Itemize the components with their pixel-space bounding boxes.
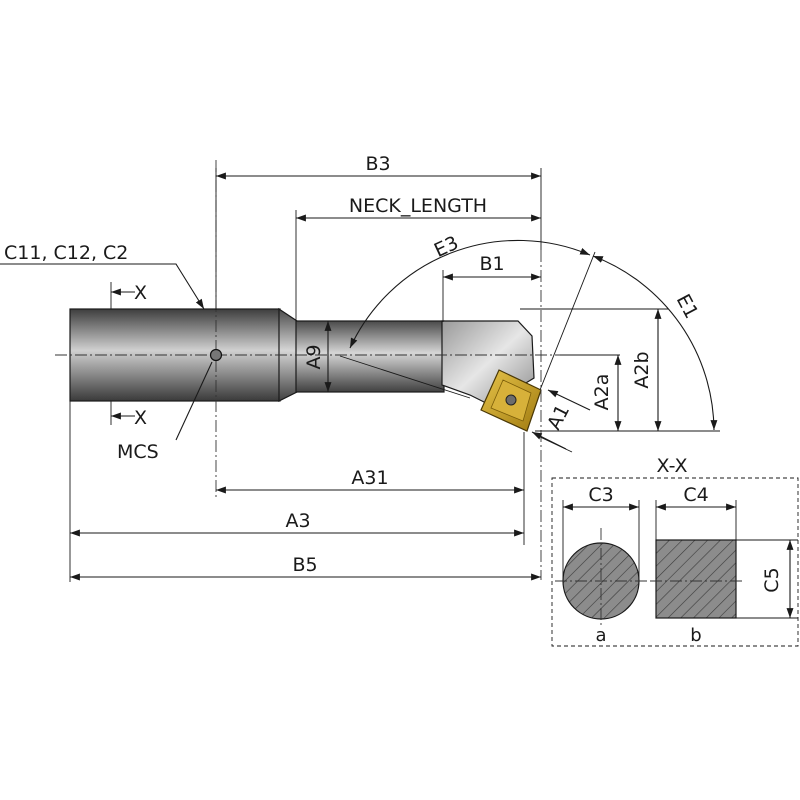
section-markers xyxy=(110,282,135,425)
mcs-point-icon xyxy=(209,348,223,362)
label-neck-length: NECK_LENGTH xyxy=(349,195,487,217)
tool-body xyxy=(69,307,535,406)
angle-dimensions xyxy=(339,239,718,453)
section-title: X-X xyxy=(657,455,688,477)
label-a3: A3 xyxy=(285,510,310,532)
label-mcs: MCS xyxy=(117,441,159,463)
label-b1: B1 xyxy=(479,253,504,275)
label-b5: B5 xyxy=(292,554,317,576)
insert-screw-icon xyxy=(505,394,517,406)
label-a2a: A2a xyxy=(591,374,613,411)
c11-leader xyxy=(0,263,205,310)
label-a2b: A2b xyxy=(631,351,653,388)
label-c5: C5 xyxy=(761,567,783,592)
label-a9: A9 xyxy=(303,344,325,369)
label-c3: C3 xyxy=(588,484,613,506)
square-section xyxy=(655,539,737,619)
label-section-a: a xyxy=(595,625,606,646)
section-frame xyxy=(551,477,799,647)
insert xyxy=(480,369,542,432)
label-c11-c12-c2: C11, C12, C2 xyxy=(4,242,128,264)
label-b3: B3 xyxy=(365,153,390,175)
mcs-marker xyxy=(175,348,223,441)
section-view: X-X C3 C4 C5 a b xyxy=(551,455,799,647)
label-section-b: b xyxy=(690,625,701,646)
label-x-bottom: X xyxy=(134,407,147,429)
label-e3: E3 xyxy=(431,232,462,262)
label-a31: A31 xyxy=(351,467,388,489)
label-c4: C4 xyxy=(683,484,708,506)
label-e1: E1 xyxy=(672,291,703,323)
label-x-top: X xyxy=(134,282,147,304)
label-a1: A1 xyxy=(543,401,574,433)
